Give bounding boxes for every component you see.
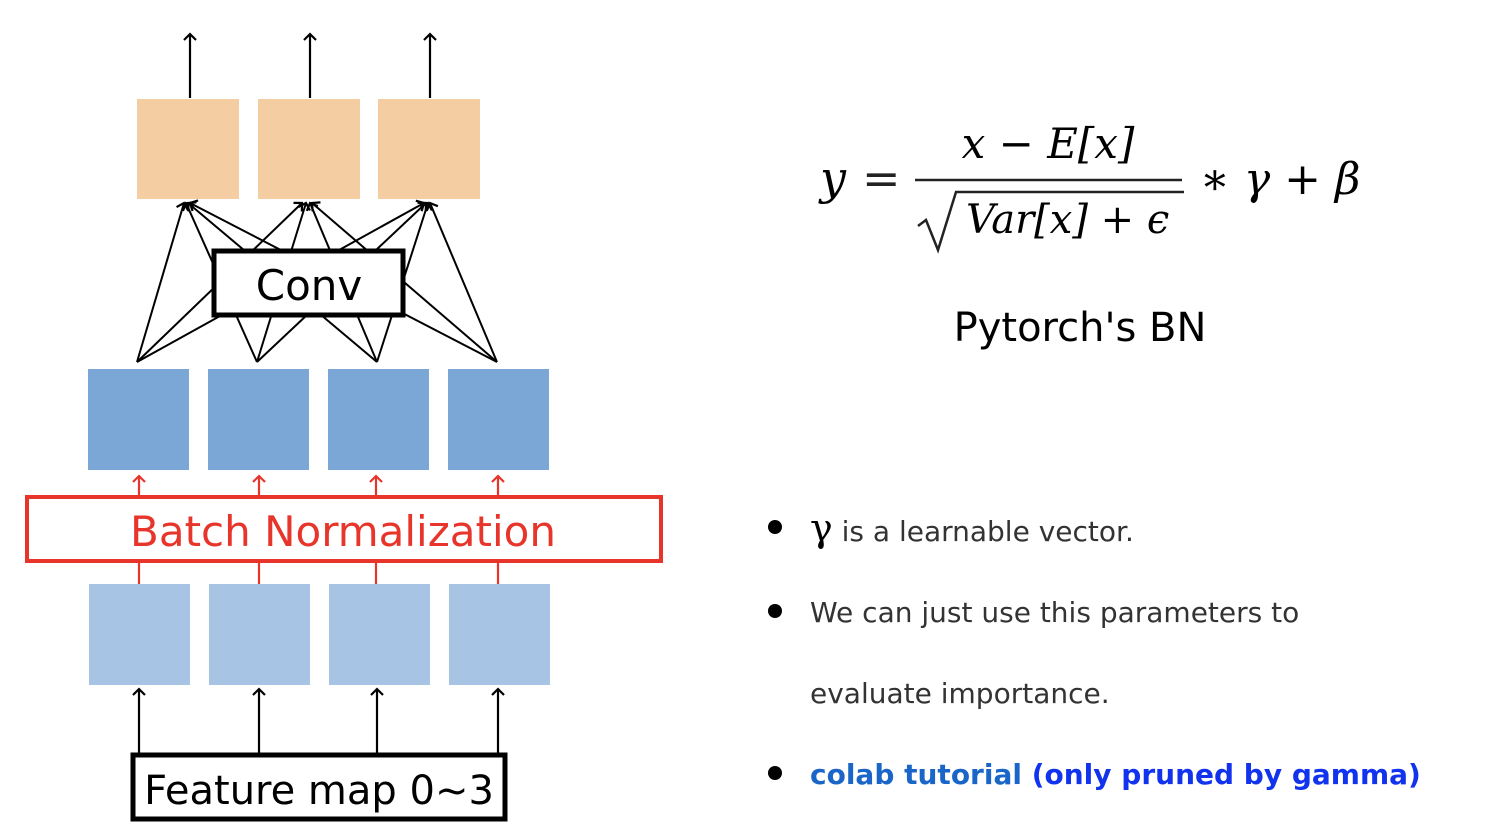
output-arrows bbox=[183, 32, 437, 98]
gamma-symbol: γ bbox=[810, 506, 833, 550]
batch-normalization-box: Batch Normalization bbox=[25, 495, 663, 563]
normalized-feature-map bbox=[328, 369, 429, 470]
conv-label: Conv bbox=[256, 261, 363, 310]
output-feature-map bbox=[258, 99, 360, 199]
formula-numerator: x − E[x] bbox=[962, 119, 1135, 168]
output-feature-map bbox=[137, 99, 239, 199]
pruning-note: (only pruned by gamma) bbox=[1021, 758, 1421, 791]
output-feature-maps bbox=[137, 99, 480, 199]
input-feature-map bbox=[329, 584, 430, 685]
normalized-feature-maps bbox=[88, 369, 549, 470]
normalized-feature-map bbox=[88, 369, 189, 470]
caption: Pytorch's BN bbox=[953, 305, 1207, 351]
input-feature-maps bbox=[89, 584, 550, 685]
colab-tutorial-link[interactable]: colab tutorial bbox=[810, 758, 1022, 791]
sqrt-symbol bbox=[917, 190, 1184, 254]
input-feature-map bbox=[89, 584, 190, 685]
formula-tail: ∗ γ + β bbox=[1200, 154, 1360, 205]
conv-box: Conv bbox=[211, 248, 406, 318]
input-feature-map bbox=[449, 584, 550, 685]
input-label-box: Feature map 0~3 bbox=[130, 752, 508, 822]
normalized-feature-map bbox=[448, 369, 549, 470]
bullet-parameters: We can just use this parameters to evalu… bbox=[760, 572, 1460, 734]
formula-equals: = bbox=[862, 151, 901, 205]
batch-normalization-label: Batch Normalization bbox=[130, 507, 556, 556]
bullet-gamma: γ is a learnable vector. bbox=[760, 488, 1460, 572]
bullet-text: evaluate importance. bbox=[810, 677, 1110, 710]
bullet-list: γ is a learnable vector. We can just use… bbox=[760, 488, 1460, 815]
input-feature-map bbox=[209, 584, 310, 685]
bn-formula: y = x − E[x] Var[x] + ϵ ∗ γ + β bbox=[818, 119, 1360, 254]
bullet-text: We can just use this parameters to bbox=[810, 596, 1300, 629]
normalized-feature-map bbox=[208, 369, 309, 470]
bullet-colab: colab tutorial (only pruned by gamma) bbox=[760, 734, 1460, 815]
output-feature-map bbox=[378, 99, 480, 199]
bullet-text: is a learnable vector. bbox=[832, 515, 1134, 548]
input-label: Feature map 0~3 bbox=[144, 768, 494, 814]
formula-denominator: Var[x] + ϵ bbox=[966, 197, 1169, 243]
bn-diagram: Conv Batch Normalization Feature map 0~3 bbox=[25, 32, 663, 822]
input-arrows bbox=[132, 687, 505, 753]
formula-lhs: y bbox=[818, 151, 847, 205]
